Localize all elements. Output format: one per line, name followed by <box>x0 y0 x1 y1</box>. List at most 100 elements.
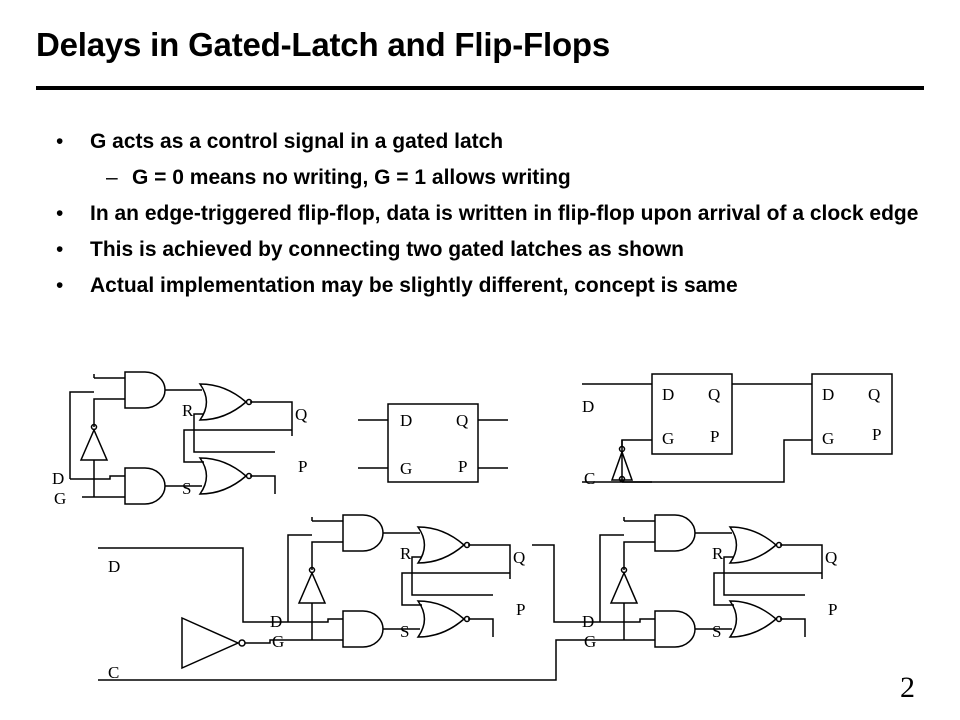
bullet-item: • In an edge-triggered flip-flop, data i… <box>56 200 936 228</box>
pin-label-s: S <box>182 479 191 498</box>
pin-label-s: S <box>712 622 721 641</box>
wire <box>401 572 510 606</box>
nor-gate <box>416 526 466 564</box>
pin-label-r: R <box>712 544 724 563</box>
wire <box>245 639 300 644</box>
pin-label-r: R <box>400 544 412 563</box>
bullet-item: • Actual implementation may be slightly … <box>56 272 936 300</box>
pin-label-p: P <box>828 600 837 619</box>
wire <box>98 639 612 681</box>
pin-label-d: D <box>662 385 674 404</box>
wire <box>287 534 312 622</box>
latch-block: D Q G P <box>358 403 508 483</box>
latch-box <box>387 403 479 483</box>
pin-label-d: D <box>400 411 412 430</box>
pin-label-p: P <box>298 457 307 476</box>
pin-label-p: P <box>516 600 525 619</box>
and-gate <box>124 467 166 505</box>
wire <box>193 413 275 453</box>
wire <box>622 439 812 483</box>
pin-label-p: P <box>872 425 881 444</box>
nor-gate <box>728 600 778 638</box>
bullet-text: In an edge-triggered flip-flop, data is … <box>90 202 919 225</box>
wire <box>621 439 652 482</box>
bullet-dot: • <box>56 238 64 261</box>
pin-label-r: R <box>182 401 194 420</box>
bullet-item: • G acts as a control signal in a gated … <box>56 128 936 156</box>
pin-label-p: P <box>458 457 467 476</box>
pin-label-d: D <box>52 469 64 488</box>
wire <box>780 544 823 579</box>
pin-label-q: Q <box>513 548 525 567</box>
page-number: 2 <box>900 671 915 704</box>
flip-flop-block-diagram: D Q G P D Q G P D C <box>582 373 893 488</box>
clock-network: DC <box>98 544 612 682</box>
bullet-dot: • <box>56 274 64 297</box>
not-gate <box>297 571 327 604</box>
wire <box>723 556 805 596</box>
bullet-text: This is achieved by connecting two gated… <box>90 238 684 261</box>
pin-label-d: D <box>822 385 834 404</box>
wire <box>468 618 494 637</box>
wire <box>600 618 655 623</box>
inversion-bubble <box>618 445 626 453</box>
nor-gate <box>198 457 248 495</box>
pin-label-g: G <box>272 632 284 651</box>
pin-label-q: Q <box>456 411 468 430</box>
wire <box>599 534 624 622</box>
and-gate <box>342 610 384 648</box>
pin-label-g: G <box>400 459 412 478</box>
pin-label-q: Q <box>708 385 720 404</box>
inversion-bubble <box>238 639 246 647</box>
and-gate <box>654 514 696 552</box>
pin-label-c: C <box>584 469 595 488</box>
pin-label-g: G <box>822 429 834 448</box>
sub-bullet-dash: – <box>106 166 118 189</box>
wire <box>468 544 511 579</box>
bullet-list: • G acts as a control signal in a gated … <box>56 128 936 308</box>
nor-gate <box>198 383 248 421</box>
pin-label-p: P <box>710 427 719 446</box>
pin-label-q: Q <box>868 385 880 404</box>
latch-box <box>651 373 733 455</box>
sub-bullet-item: – G = 0 means no writing, G = 1 allows w… <box>56 164 936 192</box>
pin-label-d: D <box>108 557 120 576</box>
latch-box <box>811 373 893 455</box>
and-gate <box>342 514 384 552</box>
bullet-text: Actual implementation may be slightly di… <box>90 274 738 297</box>
slide-title: Delays in Gated-Latch and Flip-Flops <box>36 26 611 63</box>
bullet-dot: • <box>56 130 64 153</box>
nor-gate <box>728 526 778 564</box>
pin-label-c: C <box>108 663 119 682</box>
pin-label-g: G <box>584 632 596 651</box>
pin-label-g: G <box>662 429 674 448</box>
wire <box>93 398 125 427</box>
wire <box>250 401 293 436</box>
wire <box>532 544 600 623</box>
pin-label-d: D <box>582 397 594 416</box>
not-gate <box>79 428 109 461</box>
pin-label-q: Q <box>825 548 837 567</box>
wire <box>623 541 655 570</box>
wire <box>288 618 343 623</box>
bullet-dot: • <box>56 202 64 225</box>
wire <box>98 547 288 623</box>
not-gate <box>610 449 634 481</box>
bullet-text: G acts as a control signal in a gated la… <box>90 130 504 153</box>
bullet-text: G = 0 means no writing, G = 1 allows wri… <box>132 166 571 189</box>
title-rule <box>36 86 924 90</box>
and-gate <box>124 371 166 409</box>
bullet-item: • This is achieved by connecting two gat… <box>56 236 936 264</box>
nor-gate <box>416 600 466 638</box>
wire <box>69 391 94 479</box>
clock-inverter <box>181 616 240 670</box>
pin-label-s: S <box>400 622 409 641</box>
not-gate <box>609 571 639 604</box>
wire <box>780 618 806 637</box>
wire <box>183 429 292 463</box>
and-gate <box>654 610 696 648</box>
pin-label-g: G <box>54 489 66 508</box>
